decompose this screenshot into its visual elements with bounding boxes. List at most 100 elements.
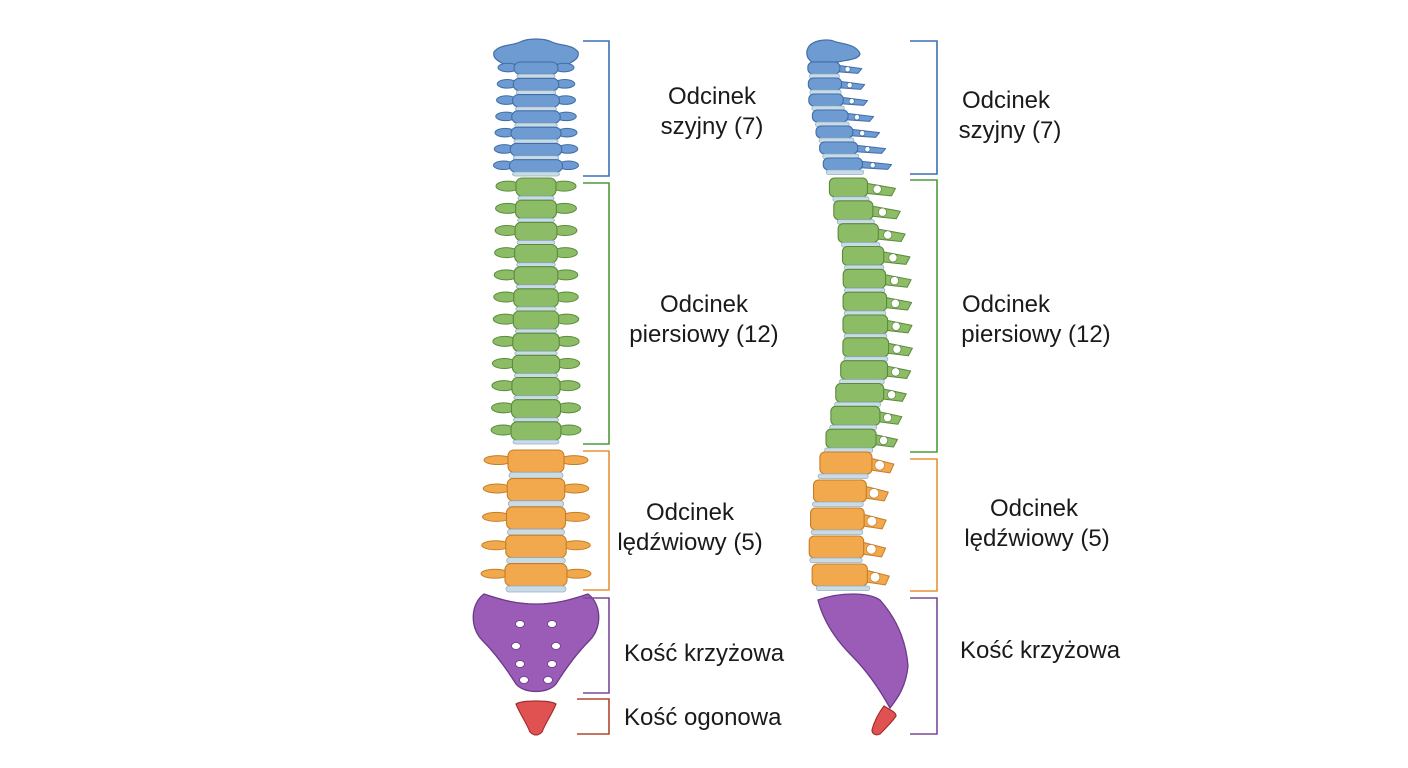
front-view-spine	[472, 38, 600, 736]
side-bracket-lumbar	[910, 458, 938, 592]
front-disc	[505, 585, 567, 593]
front-label-coccyx: Kość ogonowa	[624, 704, 782, 731]
side-vertebra-thoracic-12	[825, 428, 898, 449]
front-vertebra-thoracic-1	[495, 177, 577, 197]
front-vertebra-cervical-6	[493, 142, 579, 157]
front-vertebra-lumbar-1	[483, 449, 589, 473]
front-bracket-thoracic	[583, 182, 610, 445]
front-label-sacrum: Kość krzyżowa	[624, 640, 785, 667]
side-disc	[809, 557, 863, 563]
front-disc	[516, 262, 556, 268]
front-disc	[514, 373, 559, 378]
side-vertebra-cervical-3	[808, 93, 869, 107]
side-vertebra-thoracic-2	[833, 200, 901, 221]
front-vertebra-lumbar-2	[482, 477, 590, 502]
side-disc	[810, 529, 864, 535]
side-bracket-cervical	[910, 40, 938, 175]
side-label-sacrum: Kość krzyżowa	[960, 637, 1121, 664]
front-disc	[512, 439, 560, 445]
side-vertebra-cervical-6	[819, 141, 887, 155]
front-vertebra-lumbar-5	[480, 563, 592, 587]
side-vertebra-cervical-7	[822, 157, 893, 171]
side-vertebra-cervical-4	[811, 109, 875, 123]
front-disc	[515, 284, 557, 290]
front-vertebra-cervical-1	[497, 61, 575, 75]
front-vertebra-thoracic-6	[493, 288, 579, 308]
front-disc	[515, 106, 557, 112]
front-disc	[515, 90, 557, 95]
side-vertebra-lumbar-1	[819, 451, 895, 475]
front-disc	[513, 417, 559, 423]
front-bracket-cervical	[583, 40, 610, 177]
front-label-cervical-2: szyjny (7)	[661, 113, 764, 140]
front-bracket-coccyx	[577, 698, 610, 735]
side-vertebra-thoracic-9	[840, 360, 912, 381]
front-disc	[512, 155, 560, 161]
front-label-thoracic-2: piersiowy (12)	[629, 321, 778, 348]
side-label-lumbar-1: Odcinek	[990, 495, 1079, 522]
side-vertebra-lumbar-4	[808, 535, 887, 559]
side-label-thoracic-1: Odcinek	[962, 291, 1051, 318]
side-vertebra-thoracic-11	[830, 405, 903, 426]
side-vertebra-thoracic-1	[828, 177, 896, 198]
side-disc	[812, 501, 864, 507]
side-label-cervical-1: Odcinek	[962, 87, 1051, 114]
front-disc	[514, 122, 558, 128]
front-vertebra-cervical-5	[494, 126, 578, 140]
front-coccyx	[515, 700, 557, 736]
front-vertebra-thoracic-3	[494, 221, 578, 242]
side-vertebra-thoracic-8	[842, 337, 913, 358]
side-atlas	[806, 39, 861, 63]
side-vertebra-thoracic-4	[841, 245, 911, 266]
side-vertebra-cervical-2	[807, 77, 866, 91]
front-disc	[517, 217, 555, 223]
side-coccyx	[871, 705, 897, 736]
front-vertebra-cervical-2	[496, 77, 576, 92]
front-disc	[514, 328, 558, 334]
side-sacrum	[817, 593, 909, 710]
side-label-thoracic-2: piersiowy (12)	[961, 321, 1110, 348]
side-vertebra-lumbar-3	[810, 507, 887, 531]
front-disc	[507, 500, 565, 508]
front-disc	[512, 171, 560, 177]
front-vertebra-thoracic-10	[491, 376, 581, 397]
front-vertebra-thoracic-9	[491, 354, 581, 375]
front-label-lumbar-1: Odcinek	[646, 499, 735, 526]
side-vertebra-thoracic-3	[837, 223, 906, 244]
front-vertebra-thoracic-2	[495, 199, 577, 219]
front-label-cervical-1: Odcinek	[668, 83, 757, 110]
front-vertebra-thoracic-7	[492, 310, 580, 330]
front-disc	[515, 306, 557, 312]
side-disc	[825, 169, 864, 175]
front-label-thoracic-1: Odcinek	[660, 291, 749, 318]
front-disc	[513, 139, 559, 144]
front-disc	[514, 350, 558, 356]
side-vertebra-lumbar-2	[812, 479, 889, 503]
front-vertebra-thoracic-4	[494, 243, 578, 264]
front-vertebra-lumbar-4	[481, 534, 591, 559]
side-bracket-sacrum	[910, 597, 938, 735]
side-label-cervical-2: szyjny (7)	[959, 117, 1062, 144]
front-disc	[516, 240, 556, 245]
front-disc	[517, 195, 555, 201]
side-vertebra-thoracic-7	[842, 314, 913, 335]
front-brackets	[577, 40, 610, 735]
front-vertebra-thoracic-8	[492, 332, 580, 352]
front-disc	[516, 73, 556, 79]
front-bracket-sacrum	[583, 597, 610, 694]
side-view-spine	[806, 39, 913, 736]
front-vertebra-cervical-3	[496, 94, 576, 108]
front-disc	[508, 471, 564, 479]
front-sacrum	[472, 593, 600, 693]
front-vertebra-thoracic-12	[490, 421, 582, 441]
side-label-lumbar-2: lędźwiowy (5)	[964, 525, 1109, 552]
side-brackets	[910, 40, 938, 735]
side-bracket-thoracic	[910, 179, 938, 453]
side-vertebra-cervical-1	[807, 61, 863, 75]
front-disc	[506, 557, 566, 564]
front-vertebra-cervical-4	[495, 110, 577, 124]
side-vertebra-lumbar-5	[811, 563, 890, 587]
front-vertebra-lumbar-3	[482, 506, 590, 530]
front-vertebra-thoracic-11	[491, 399, 581, 419]
